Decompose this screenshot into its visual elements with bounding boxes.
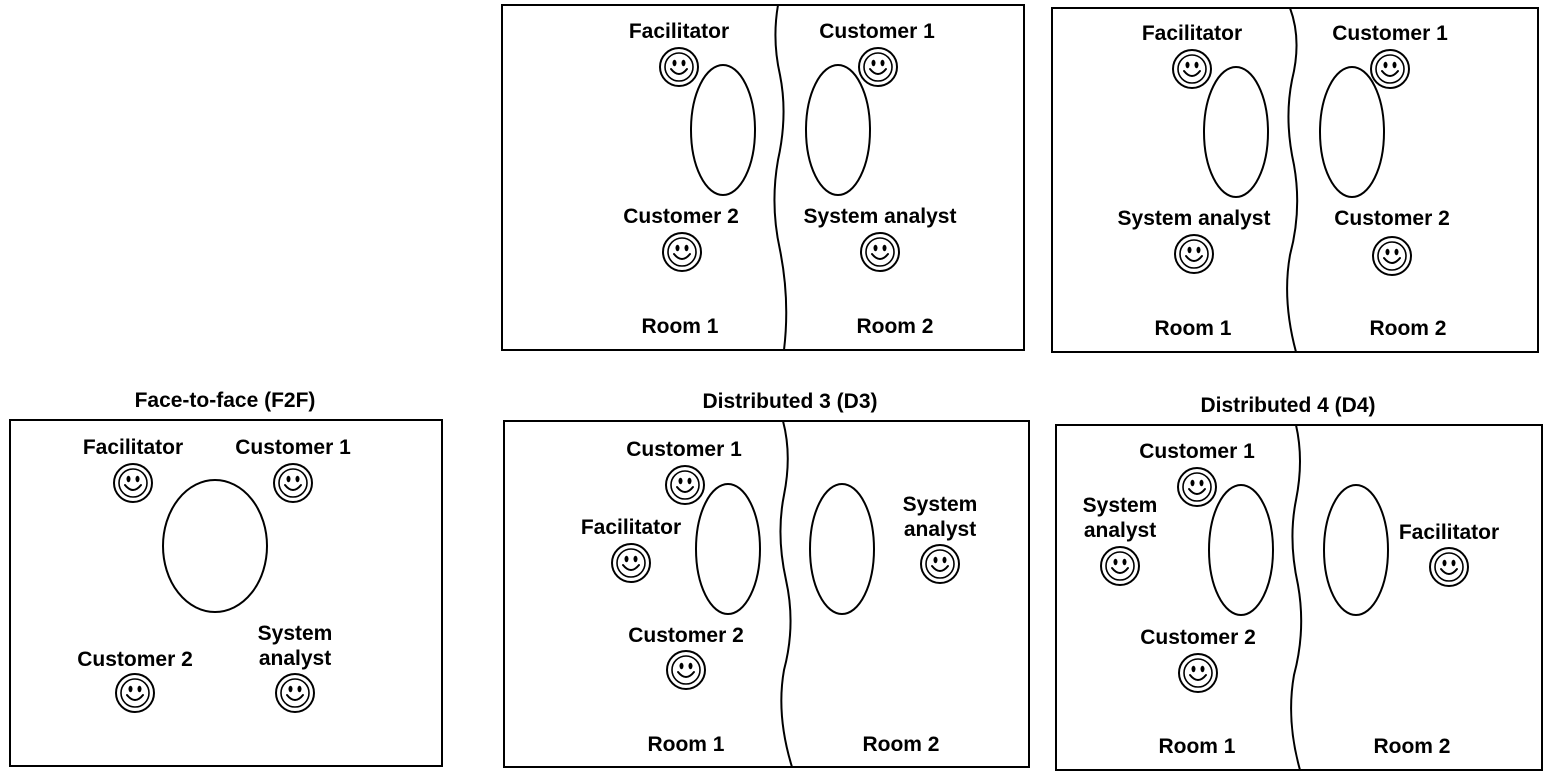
person-label-facilitator: Facilitator: [83, 436, 183, 459]
customer-2-smiley-icon: [1178, 653, 1218, 693]
system-analyst-smiley-icon: [1100, 546, 1140, 586]
room-1-label: Room 1: [1154, 317, 1231, 340]
panel-title: Distributed 3 (D3): [702, 390, 877, 413]
person-label-customer-2: Customer 2: [77, 648, 193, 671]
person-label-customer-1: Customer 1: [235, 436, 351, 459]
panel-top-right: Facilitator Customer 1 System analyst Cu…: [1051, 7, 1539, 353]
room-1-label: Room 1: [647, 733, 724, 756]
room-2-label: Room 2: [862, 733, 939, 756]
person-label-customer-2: Customer 2: [628, 624, 744, 647]
customer-1-smiley-icon: [1177, 467, 1217, 507]
table-room1: [1208, 484, 1274, 616]
facilitator-smiley-icon: [659, 47, 699, 87]
room-divider: [1290, 424, 1303, 771]
person-label-customer-2: Customer 2: [623, 205, 739, 228]
facilitator-smiley-icon: [1429, 547, 1469, 587]
facilitator-smiley-icon: [1172, 49, 1212, 89]
person-label-system-analyst-line-1: System: [903, 493, 978, 516]
system-analyst-smiley-icon: [1174, 234, 1214, 274]
panel-frame: [501, 4, 1025, 351]
customer-2-smiley-icon: [666, 650, 706, 690]
person-label-customer-2: Customer 2: [1334, 207, 1450, 230]
table-room1: [690, 64, 756, 196]
panel-f2f: Face-to-face (F2F) Facilitator Customer …: [9, 389, 443, 767]
room-2-label: Room 2: [1369, 317, 1446, 340]
system-analyst-smiley-icon: [920, 544, 960, 584]
panel-d3: Distributed 3 (D3) Customer 1 Facilitato…: [503, 390, 1030, 768]
table-room2: [809, 483, 875, 615]
person-label-system-analyst-line-1: System: [258, 622, 333, 645]
panel-frame: [9, 419, 443, 767]
room-1-label: Room 1: [641, 315, 718, 338]
person-label-customer-1: Customer 1: [1139, 440, 1255, 463]
room-2-label: Room 2: [856, 315, 933, 338]
room-divider: [1286, 7, 1299, 353]
person-label-customer-1: Customer 1: [819, 20, 935, 43]
table-room1: [1203, 66, 1269, 198]
system-analyst-smiley-icon: [860, 232, 900, 272]
table-room2: [805, 64, 871, 196]
room-1-label: Room 1: [1158, 735, 1235, 758]
person-label-system-analyst-line-2: analyst: [1084, 519, 1156, 542]
table-room2: [1323, 484, 1389, 616]
person-label-system-analyst: System analyst: [1118, 207, 1271, 230]
person-label-facilitator: Facilitator: [1142, 22, 1242, 45]
customer-1-smiley-icon: [273, 463, 313, 503]
facilitator-smiley-icon: [113, 463, 153, 503]
table-room2: [1319, 66, 1385, 198]
person-label-system-analyst-line-2: analyst: [904, 518, 976, 541]
person-label-customer-2: Customer 2: [1140, 626, 1256, 649]
table: [162, 479, 268, 613]
customer-2-smiley-icon: [115, 673, 155, 713]
person-label-customer-1: Customer 1: [1332, 22, 1448, 45]
table-room1: [695, 483, 761, 615]
customer-2-smiley-icon: [662, 232, 702, 272]
panel-title: Distributed 4 (D4): [1200, 394, 1375, 417]
room-divider: [773, 4, 788, 351]
person-label-system-analyst-line-1: System: [1083, 494, 1158, 517]
person-label-customer-1: Customer 1: [626, 438, 742, 461]
room-divider: [779, 420, 793, 768]
system-analyst-smiley-icon: [275, 673, 315, 713]
panel-top-middle: Facilitator Customer 1 Customer 2 System…: [501, 4, 1025, 351]
person-label-facilitator: Facilitator: [629, 20, 729, 43]
panel-title: Face-to-face (F2F): [135, 389, 316, 412]
person-label-facilitator: Facilitator: [581, 516, 681, 539]
person-label-system-analyst-line-2: analyst: [259, 647, 331, 670]
person-label-facilitator: Facilitator: [1399, 521, 1499, 544]
room-2-label: Room 2: [1373, 735, 1450, 758]
panel-frame: [503, 420, 1030, 768]
customer-2-smiley-icon: [1372, 236, 1412, 276]
panel-d4: Distributed 4 (D4) Customer 1 System ana…: [1055, 394, 1543, 771]
customer-1-smiley-icon: [858, 47, 898, 87]
customer-1-smiley-icon: [1370, 49, 1410, 89]
facilitator-smiley-icon: [611, 543, 651, 583]
person-label-system-analyst: System analyst: [804, 205, 957, 228]
customer-1-smiley-icon: [665, 465, 705, 505]
